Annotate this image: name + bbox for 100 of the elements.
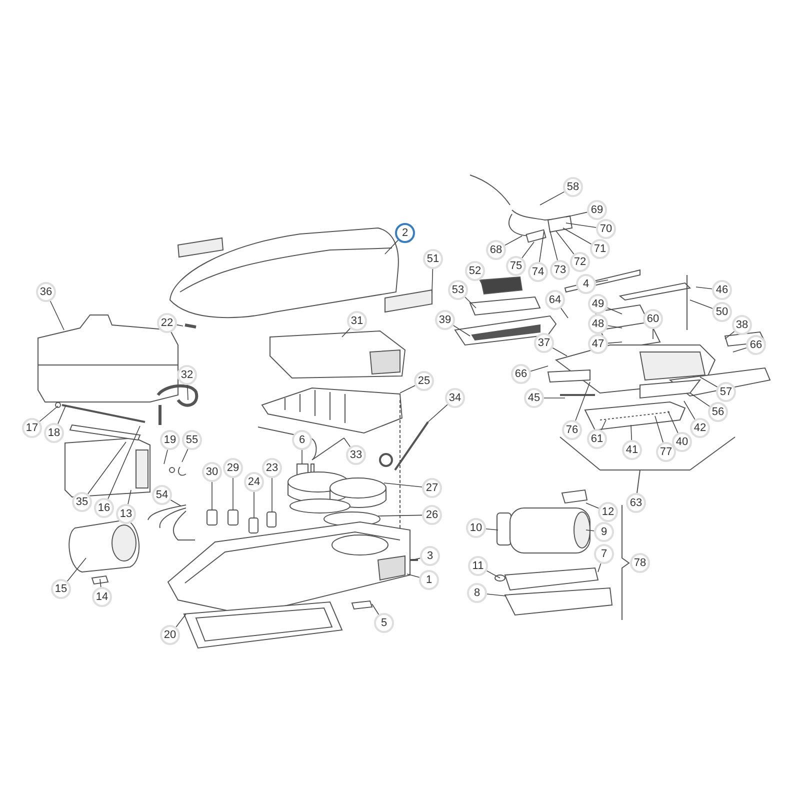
leader-line <box>344 438 351 448</box>
callout-number: 37 <box>534 333 554 353</box>
callout-number: 27 <box>422 478 442 498</box>
leader-line <box>384 240 398 254</box>
leader-line <box>176 324 184 326</box>
callout-number: 69 <box>587 200 607 220</box>
callout-number: 31 <box>347 311 367 331</box>
leader-line <box>232 478 234 510</box>
leader-line <box>654 416 664 443</box>
leader-line <box>88 442 126 494</box>
leader-line <box>170 500 182 506</box>
leader-line <box>552 348 568 356</box>
callout-number: 10 <box>466 518 486 538</box>
callout-number: 52 <box>465 261 485 281</box>
leader-line <box>486 570 500 578</box>
callout-number: 18 <box>44 423 64 443</box>
callout-number: 12 <box>598 502 618 522</box>
callout-number: 8 <box>467 583 487 603</box>
leader-line <box>100 578 102 588</box>
callout-number: 30 <box>202 462 222 482</box>
leader-line <box>530 366 548 372</box>
callout-number: 75 <box>506 256 526 276</box>
callout-number: 9 <box>594 522 614 542</box>
leader-line <box>732 348 747 352</box>
leader-line <box>540 191 565 206</box>
callout-number: 15 <box>51 579 71 599</box>
callout-number: 57 <box>716 382 736 402</box>
leader-line <box>128 490 132 505</box>
leader-line <box>575 382 590 421</box>
leader-line <box>400 385 416 394</box>
callout-number: 41 <box>622 440 642 460</box>
leader-line <box>453 325 470 336</box>
leader-line <box>406 574 420 578</box>
leader-line <box>58 404 66 424</box>
leader-line <box>108 426 140 500</box>
leader-line <box>550 230 558 261</box>
leader-line <box>586 530 594 532</box>
leader-line <box>39 406 58 422</box>
callout-number: 2 <box>395 223 415 243</box>
leader-line <box>684 400 696 420</box>
leader-line <box>176 614 186 628</box>
leader-line <box>164 449 168 464</box>
callout-number: 5 <box>374 613 394 633</box>
callout-number: 54 <box>152 485 172 505</box>
leader-line <box>539 230 544 262</box>
callout-number: 24 <box>244 472 264 492</box>
callout-number: 39 <box>435 310 455 330</box>
leader-line <box>372 604 380 615</box>
callout-number: 46 <box>712 280 732 300</box>
leader-line <box>378 514 422 516</box>
callout-number: 38 <box>732 315 752 335</box>
callout-number: 72 <box>570 252 590 272</box>
leader-line <box>50 300 64 330</box>
leader-line <box>600 420 606 430</box>
leader-line <box>606 307 622 314</box>
leader-line <box>182 448 188 462</box>
callout-number: 50 <box>712 302 732 322</box>
callout-number: 6 <box>292 430 312 450</box>
callout-number: 1 <box>419 570 439 590</box>
callout-number: 16 <box>94 498 114 518</box>
callout-number: 66 <box>511 364 531 384</box>
callout-number: 61 <box>587 429 607 449</box>
callout-number: 29 <box>223 458 243 478</box>
callout-number: 13 <box>116 504 136 524</box>
callout-number: 66 <box>746 335 766 355</box>
leader-line <box>504 236 522 246</box>
leader-line <box>522 242 534 258</box>
callout-number: 45 <box>524 388 544 408</box>
leader-line <box>598 563 602 572</box>
callout-number: 26 <box>422 505 442 525</box>
callout-number: 42 <box>690 418 710 438</box>
callout-number: 77 <box>656 442 676 462</box>
callout-number: 33 <box>346 445 366 465</box>
callout-number: 55 <box>182 430 202 450</box>
callout-number: 11 <box>468 556 488 576</box>
leader-line <box>560 308 568 318</box>
callout-number: 20 <box>160 625 180 645</box>
leader-line <box>464 296 476 308</box>
callout-number: 74 <box>528 262 548 282</box>
leader-line <box>566 212 588 218</box>
leader-line <box>428 404 448 422</box>
callout-number: 60 <box>643 309 663 329</box>
callout-number: 63 <box>626 493 646 513</box>
leader-line <box>432 268 434 294</box>
callout-number: 4 <box>576 274 596 294</box>
callout-number: 7 <box>594 544 614 564</box>
callout-number: 17 <box>22 418 42 438</box>
leader-line <box>486 594 506 596</box>
leader-line <box>342 328 351 338</box>
leader-line <box>700 376 718 388</box>
callout-number: 19 <box>160 430 180 450</box>
callout-number: 70 <box>596 219 616 239</box>
leader-line <box>668 410 678 434</box>
callout-number: 32 <box>177 365 197 385</box>
leader-line <box>690 300 713 309</box>
callout-number: 56 <box>708 402 728 422</box>
callout-number: 14 <box>92 587 112 607</box>
leader-line <box>412 558 421 560</box>
callout-number: 51 <box>423 249 443 269</box>
callout-number: 71 <box>590 239 610 259</box>
